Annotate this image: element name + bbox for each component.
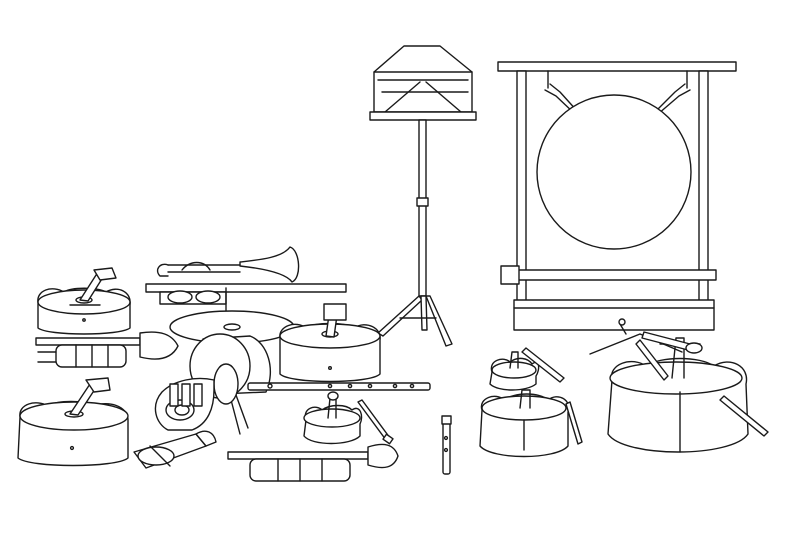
- music-stand-legs: [378, 296, 422, 336]
- clarinet-body: [443, 420, 450, 474]
- gong-frame-top: [498, 62, 736, 71]
- drumsticks: [636, 332, 702, 380]
- gong-hook-right: [655, 84, 685, 112]
- guitar-left-bottom: [18, 378, 128, 466]
- tuba-bell: [214, 364, 238, 404]
- trombone: [146, 247, 346, 314]
- guitar-center: [280, 304, 380, 382]
- gong-hook-left: [550, 84, 578, 112]
- violin-center: [304, 392, 362, 444]
- gong-mallet-handle: [501, 266, 519, 284]
- music-stand: [370, 46, 476, 346]
- gong-frame-right-post: [699, 71, 708, 303]
- flute: [248, 383, 430, 390]
- gong: [498, 62, 736, 330]
- gong-frame-crossbar: [512, 270, 716, 280]
- clarinet: [442, 416, 451, 474]
- violin-right-stack: [480, 348, 582, 457]
- music-stand-pole: [419, 120, 426, 296]
- guitar-left-top: [38, 268, 130, 334]
- music-stand-desk: [374, 46, 472, 112]
- cello: [590, 319, 768, 452]
- tuba: [155, 364, 238, 430]
- trombone-bell: [240, 247, 299, 282]
- drumstick: [636, 340, 668, 380]
- trumpet-bottom: [228, 444, 398, 481]
- trumpet-bottom-left: [134, 431, 216, 468]
- bow-center: [358, 400, 393, 444]
- flute-body: [248, 383, 430, 390]
- drumstick: [642, 332, 690, 350]
- gong-frame-base: [514, 300, 714, 330]
- gong-disc: [537, 95, 691, 249]
- trumpet-left: [36, 332, 178, 367]
- cello-bow: [720, 396, 768, 436]
